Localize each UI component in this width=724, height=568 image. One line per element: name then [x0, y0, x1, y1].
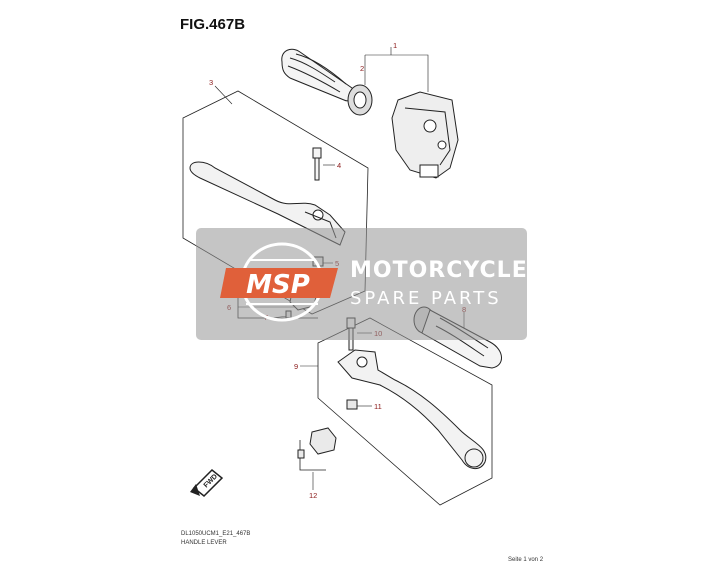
callout-11: 11 [374, 402, 382, 411]
brake-lever [189, 161, 346, 246]
switch-12 [297, 427, 337, 459]
page-indicator: Seite 1 von 2 [508, 557, 544, 563]
callout-1: 1 [393, 41, 398, 50]
fwd-arrow-icon: FWD [190, 468, 224, 498]
figure-name: HANDLE LEVER [181, 540, 227, 546]
watermark-logo: MSP [220, 242, 338, 322]
watermark-logo-text: MSP [246, 270, 310, 300]
throttle-grip [281, 48, 373, 116]
figure-code: DL1050UCM1_E21_467B [181, 531, 251, 537]
switch-housing [391, 91, 459, 179]
bolt-4 [312, 147, 322, 181]
callout-4: 4 [337, 161, 342, 170]
callout-12: 12 [309, 491, 318, 500]
watermark-line2: SPARE PARTS [350, 288, 502, 309]
clutch-lever [337, 349, 487, 469]
figure-title: FIG.467B [180, 16, 246, 33]
figure-footer: DL1050UCM1_E21_467B HANDLE LEVER [181, 530, 250, 548]
callout-2: 2 [360, 64, 365, 73]
callout-3: 3 [209, 78, 214, 87]
watermark-line1: MOTORCYCLE [350, 258, 528, 283]
callout-9: 9 [294, 362, 299, 371]
nut-11 [346, 399, 358, 410]
